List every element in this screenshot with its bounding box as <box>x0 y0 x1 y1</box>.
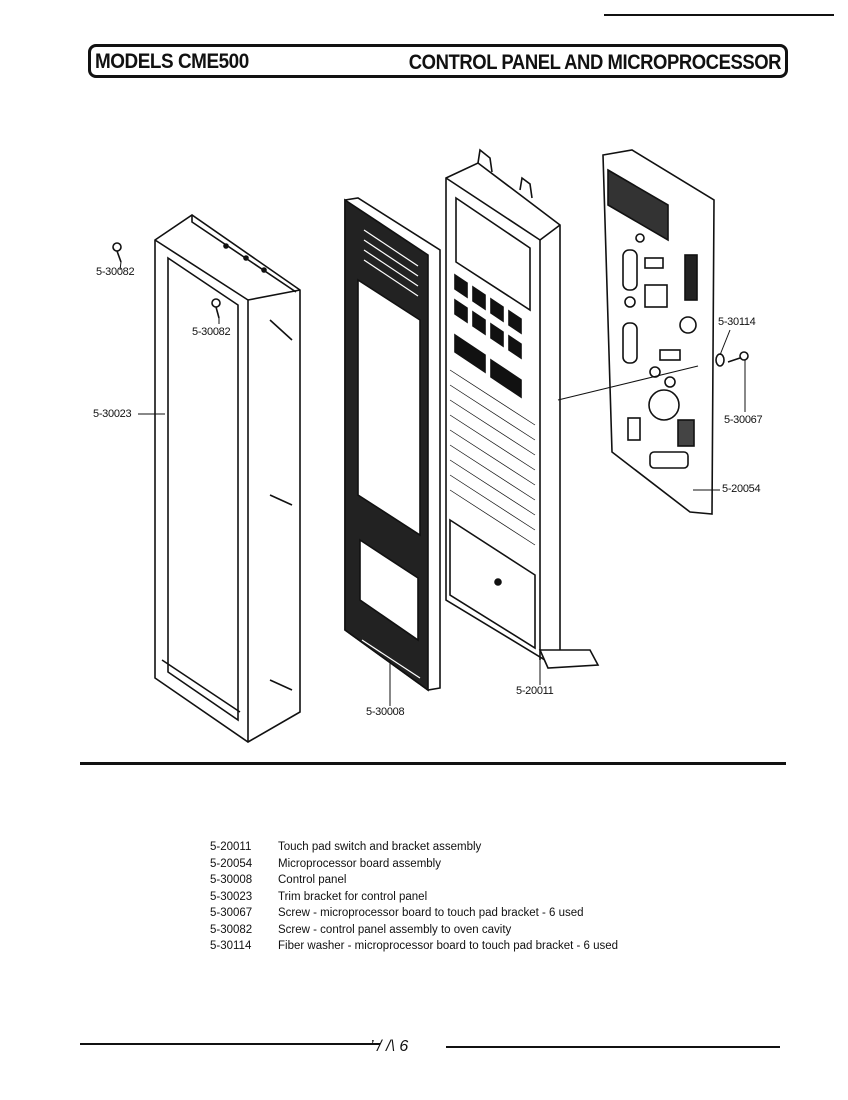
callout-5-30008: 5-30008 <box>366 706 405 718</box>
list-item: 5-30082 Screw - control panel assembly t… <box>210 922 618 939</box>
part-description: Fiber washer - microprocessor board to t… <box>278 940 619 953</box>
part-number: 5-30114 <box>210 940 252 953</box>
models-label: MODELS CME500 <box>95 50 249 73</box>
control-panel-drawing <box>344 197 441 692</box>
parts-legend: 5-20011 Touch pad switch and bracket ass… <box>210 839 618 955</box>
part-description: Touch pad switch and bracket assembly <box>278 841 482 854</box>
top-rule <box>604 14 834 16</box>
page-title: CONTROL PANEL AND MICROPROCESSOR <box>408 51 782 74</box>
screw-icon <box>112 242 122 263</box>
footer-rule-right <box>446 1046 780 1048</box>
callout-5-30082-left: 5-30082 <box>96 266 135 278</box>
part-number: 5-30023 <box>210 890 253 903</box>
washer-icon <box>715 353 725 367</box>
list-item: 5-30023 Trim bracket for control panel <box>210 889 618 906</box>
screw-icon <box>727 351 749 363</box>
part-number: 5-20011 <box>210 841 252 854</box>
footer-rule-left <box>80 1043 380 1045</box>
part-description: Microprocessor board assembly <box>278 857 441 870</box>
part-number: 5-30008 <box>210 874 253 887</box>
section-divider <box>80 762 786 765</box>
list-item: 5-20054 Microprocessor board assembly <box>210 856 618 873</box>
list-item: 5-30067 Screw - microprocessor board to … <box>210 905 618 922</box>
callout-5-30067: 5-30067 <box>724 414 763 426</box>
callout-5-20011: 5-20011 <box>516 685 554 697</box>
list-item: 5-30114 Fiber washer - microprocessor bo… <box>210 938 618 955</box>
microprocessor-board-drawing <box>602 149 715 515</box>
part-number: 5-30082 <box>210 923 253 936</box>
touch-pad-bracket-drawing <box>445 148 600 669</box>
page-header: MODELS CME500 CONTROL PANEL AND MICROPRO… <box>88 44 788 78</box>
list-item: 5-30008 Control panel <box>210 872 618 889</box>
part-description: Screw - microprocessor board to touch pa… <box>278 907 584 920</box>
page-number: ’ / /\ 6 <box>370 1038 409 1055</box>
screw-icon <box>211 298 221 319</box>
part-number: 5-30067 <box>210 907 253 920</box>
callout-5-30082-inner: 5-30082 <box>192 326 231 338</box>
list-item: 5-20011 Touch pad switch and bracket ass… <box>210 839 618 856</box>
trim-bracket-drawing <box>154 214 301 743</box>
callout-5-30114: 5-30114 <box>718 316 756 328</box>
part-number: 5-20054 <box>210 857 253 870</box>
part-description: Screw - control panel assembly to oven c… <box>278 923 512 936</box>
part-description: Trim bracket for control panel <box>278 890 428 903</box>
callout-5-30023: 5-30023 <box>93 408 132 420</box>
callout-5-20054: 5-20054 <box>722 483 761 495</box>
exploded-diagram <box>112 148 749 743</box>
part-description: Control panel <box>278 874 347 887</box>
